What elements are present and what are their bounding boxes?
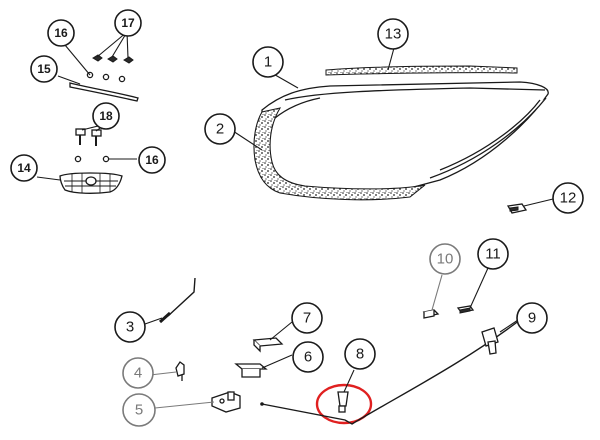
- grille[interactable]: [59, 172, 123, 194]
- svg-text:8: 8: [356, 346, 364, 363]
- svg-text:1: 1: [264, 54, 272, 71]
- hood-latch[interactable]: [211, 391, 241, 413]
- hood-seal[interactable]: [253, 107, 426, 201]
- svg-text:6: 6: [304, 349, 312, 366]
- callout-7[interactable]: 7: [291, 302, 323, 334]
- svg-text:5: 5: [135, 402, 143, 419]
- callout-3[interactable]: 3: [114, 311, 146, 343]
- nut-set-lower[interactable]: [74, 155, 110, 163]
- svg-text:18: 18: [99, 109, 113, 123]
- callout-9[interactable]: 9: [516, 302, 548, 334]
- svg-text:16: 16: [145, 153, 159, 167]
- svg-text:11: 11: [485, 246, 501, 263]
- svg-text:9: 9: [528, 310, 536, 327]
- hood-weatherstrip[interactable]: [325, 65, 518, 76]
- svg-text:17: 17: [121, 16, 135, 30]
- callout-14[interactable]: 14: [10, 154, 38, 182]
- callout-4[interactable]: 4: [122, 357, 154, 389]
- callout-11[interactable]: 11: [477, 238, 509, 270]
- bracket[interactable]: [506, 203, 528, 214]
- callout-16-upper[interactable]: 16: [47, 19, 75, 47]
- svg-text:12: 12: [560, 190, 577, 207]
- prop-rod[interactable]: [158, 277, 196, 324]
- callout-16-lower[interactable]: 16: [138, 146, 166, 174]
- callout-5[interactable]: 5: [122, 393, 156, 427]
- nut-set-upper[interactable]: [86, 71, 126, 83]
- callout-12[interactable]: 12: [552, 182, 584, 214]
- clip-set[interactable]: [92, 54, 134, 64]
- cable-clip-b[interactable]: [456, 305, 475, 314]
- svg-text:16: 16: [54, 26, 68, 40]
- callout-1[interactable]: 1: [252, 46, 284, 78]
- callout-2[interactable]: 2: [204, 113, 236, 145]
- callout-10[interactable]: 10: [429, 243, 461, 275]
- callout-17[interactable]: 17: [114, 9, 142, 37]
- svg-text:14: 14: [17, 161, 31, 175]
- svg-text:10: 10: [437, 251, 454, 268]
- callout-18[interactable]: 18: [92, 102, 120, 130]
- hood-striker[interactable]: [234, 363, 268, 378]
- svg-text:7: 7: [303, 310, 311, 327]
- callout-15[interactable]: 15: [30, 55, 58, 83]
- hood-panel[interactable]: [261, 81, 549, 193]
- svg-text:4: 4: [134, 365, 142, 382]
- callout-13[interactable]: 13: [377, 18, 409, 50]
- svg-text:13: 13: [385, 26, 402, 43]
- svg-text:15: 15: [37, 62, 51, 76]
- highlight-ring: [315, 383, 373, 425]
- cable-clip-a[interactable]: [422, 309, 440, 319]
- hood-bumper[interactable]: [175, 361, 185, 381]
- svg-text:2: 2: [216, 121, 224, 138]
- callout-8[interactable]: 8: [344, 338, 376, 370]
- release-handle[interactable]: [315, 383, 373, 425]
- svg-text:3: 3: [126, 319, 134, 336]
- hood-moulding[interactable]: [69, 82, 139, 102]
- callout-6[interactable]: 6: [292, 341, 324, 373]
- hinge-pad[interactable]: [252, 337, 284, 353]
- release-cable[interactable]: [260, 313, 526, 425]
- screw-set[interactable]: [75, 128, 102, 146]
